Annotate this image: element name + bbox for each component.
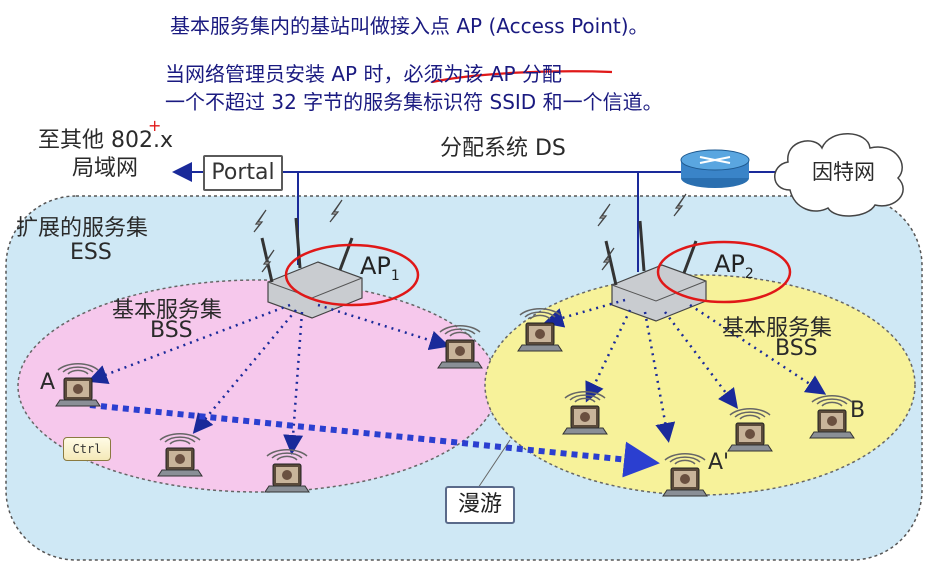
- station-a-prime-label: A': [708, 450, 730, 475]
- roaming-arrow: [89, 402, 660, 478]
- station-b-label: B: [850, 398, 866, 423]
- other-lan-label-2: 局域网: [72, 156, 139, 181]
- bss-right-label-2: BSS: [775, 336, 818, 361]
- ap1-highlight: [284, 243, 420, 307]
- station-a-label: A: [40, 370, 56, 395]
- internet-label: 因特网: [812, 160, 875, 184]
- bss-left-label-1: 基本服务集: [112, 298, 223, 323]
- emphasis-underline: [431, 70, 613, 84]
- ap2-links: [543, 298, 827, 443]
- ds-label: 分配系统 DS: [440, 136, 566, 161]
- ap2-highlight: [656, 240, 792, 304]
- roaming-label: 漫游: [445, 486, 515, 524]
- bss-right-region: [484, 274, 916, 496]
- ap2-label: AP2: [714, 250, 754, 282]
- svg-text:+: +: [148, 116, 161, 135]
- ap1-links: [87, 303, 450, 455]
- other-lan-label-1: 至其他 802.x: [38, 128, 173, 153]
- portal-box: Portal: [203, 155, 283, 191]
- bss-left-label-2: BSS: [150, 318, 193, 343]
- router-icon: [680, 149, 750, 188]
- header-line-2: 当网络管理员安装 AP 时，必须为该 AP 分配: [165, 62, 562, 86]
- internet-cloud-icon: [774, 133, 904, 217]
- ess-label-1: 扩展的服务集: [16, 216, 149, 241]
- roaming-pointer: [477, 439, 511, 489]
- header-line-1: 基本服务集内的基站叫做接入点 AP (Access Point)。: [170, 14, 649, 38]
- ap1-label: AP1: [360, 252, 400, 284]
- header-line-3: 一个不超过 32 字节的服务集标识符 SSID 和一个信道。: [165, 90, 663, 114]
- ctrl-key-overlay[interactable]: Ctrl: [63, 437, 111, 461]
- bss-right-label-1: 基本服务集: [722, 316, 833, 341]
- ess-label-2: ESS: [70, 240, 112, 265]
